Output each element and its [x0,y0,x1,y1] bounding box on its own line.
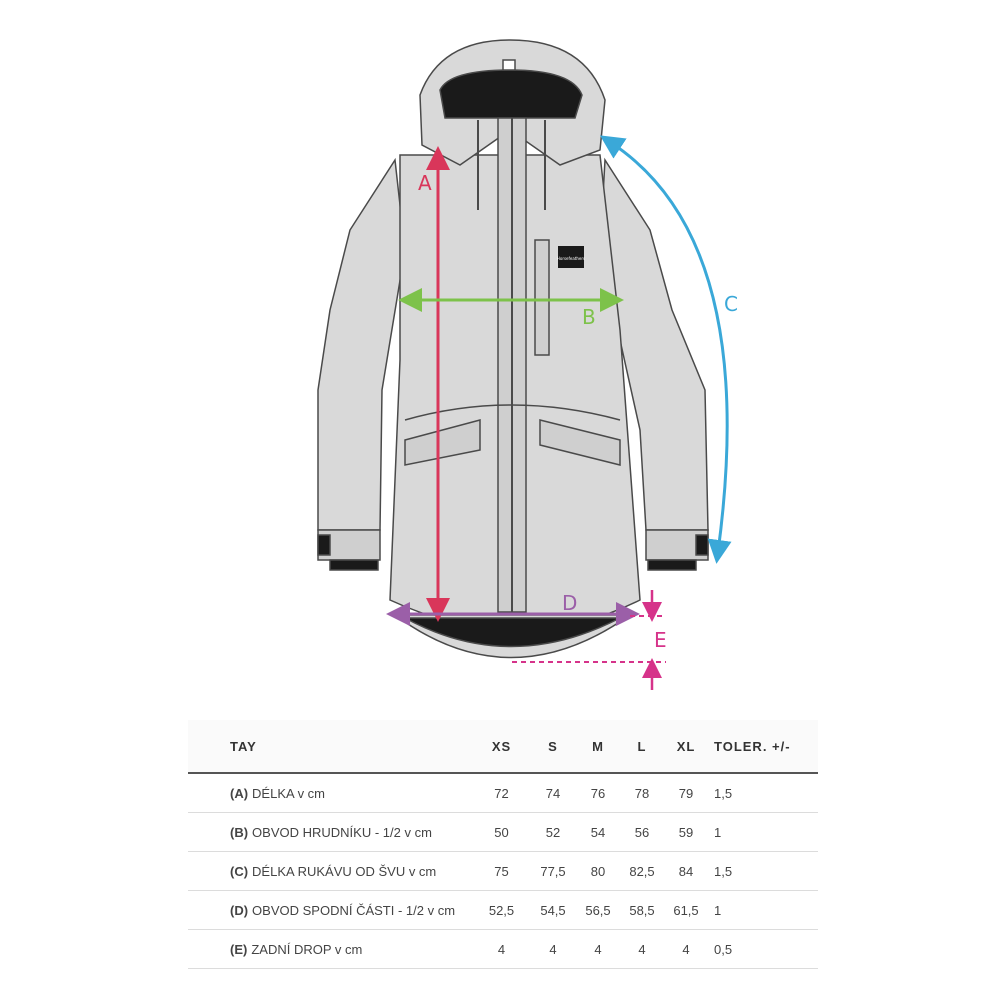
measure-c-label: C [724,292,738,316]
cell-l: 82,5 [620,851,664,891]
measure-c-arrow [599,135,732,564]
cell-tolerance: 1 [708,812,818,852]
cell-m: 56,5 [576,890,620,930]
table-row: (E)ZADNÍ DROP v cm 4 4 4 4 4 0,5 [188,929,818,969]
measure-b-label: B [582,305,596,329]
cell-xl: 4 [664,929,708,969]
row-name: DÉLKA RUKÁVU OD ŠVU v cm [252,863,437,879]
cell-m: 4 [576,929,620,969]
row-label: (C)DÉLKA RUKÁVU OD ŠVU v cm [188,851,473,891]
cell-xs: 72 [473,773,530,813]
row-name: OBVOD HRUDNÍKU - 1/2 v cm [252,824,432,840]
cell-tolerance: 1 [708,890,818,930]
cell-s: 54,5 [530,890,576,930]
hem-lining [404,617,621,648]
cell-xs: 4 [473,929,530,969]
row-code: (A) [230,785,249,801]
table-title: TAY [188,720,473,774]
left-sleeve [317,157,406,531]
hood-logo [502,59,516,71]
row-code: (D) [230,902,249,918]
table-row: (B)OBVOD HRUDNÍKU - 1/2 v cm 50 52 54 56… [188,812,818,852]
cell-xs: 50 [473,812,530,852]
cell-xl: 61,5 [664,890,708,930]
cell-m: 76 [576,773,620,813]
row-name: OBVOD SPODNÍ ČÁSTI - 1/2 v cm [252,902,456,918]
table-row: (D)OBVOD SPODNÍ ČÁSTI - 1/2 v cm 52,5 54… [188,890,818,930]
size-header-s: S [530,720,576,774]
row-label: (B)OBVOD HRUDNÍKU - 1/2 v cm [188,812,473,852]
cell-s: 74 [530,773,576,813]
cell-xs: 52,5 [473,890,530,930]
table-row: (C)DÉLKA RUKÁVU OD ŠVU v cm 75 77,5 80 8… [188,851,818,891]
cell-xl: 59 [664,812,708,852]
cell-tolerance: 1,5 [708,851,818,891]
row-label: (D)OBVOD SPODNÍ ČÁSTI - 1/2 v cm [188,890,473,930]
row-label: (A)DÉLKA v cm [188,773,473,813]
size-header-m: M [576,720,620,774]
cell-l: 58,5 [620,890,664,930]
cell-tolerance: 0,5 [708,929,818,969]
size-header-xl: XL [664,720,708,774]
chest-pocket [534,239,550,356]
measure-e-label: E [654,628,667,652]
cell-s: 52 [530,812,576,852]
cell-xs: 75 [473,851,530,891]
brand-patch-text: Horsefeathers [557,256,585,261]
hood-opening [439,69,583,119]
table-header-row: TAY XS S M L XL TOLER. +/- [188,720,818,774]
row-code: (E) [230,941,248,957]
row-name: ZADNÍ DROP v cm [251,941,363,957]
cell-m: 80 [576,851,620,891]
tolerance-header: TOLER. +/- [708,720,818,774]
row-label: (E)ZADNÍ DROP v cm [188,929,473,969]
cell-l: 78 [620,773,664,813]
cell-xl: 79 [664,773,708,813]
row-name: DÉLKA v cm [252,785,326,801]
row-code: (C) [230,863,249,879]
row-code: (B) [230,824,249,840]
measure-d-label: D [562,591,577,615]
cell-s: 4 [530,929,576,969]
size-table: TAY XS S M L XL TOLER. +/- (A)DÉLKA v cm… [188,720,818,969]
cell-m: 54 [576,812,620,852]
cell-l: 4 [620,929,664,969]
cell-tolerance: 1,5 [708,773,818,813]
table-row: (A)DÉLKA v cm 72 74 76 78 79 1,5 [188,773,818,813]
cell-s: 77,5 [530,851,576,891]
cell-l: 56 [620,812,664,852]
measure-a-label: A [418,171,432,195]
jacket-measurement-diagram: Horsefeathers A B C D E [317,39,738,690]
size-header-l: L [620,720,664,774]
brand-patch [558,246,584,268]
cell-xl: 84 [664,851,708,891]
jacket-drawing [317,39,709,659]
size-header-xs: XS [473,720,530,774]
